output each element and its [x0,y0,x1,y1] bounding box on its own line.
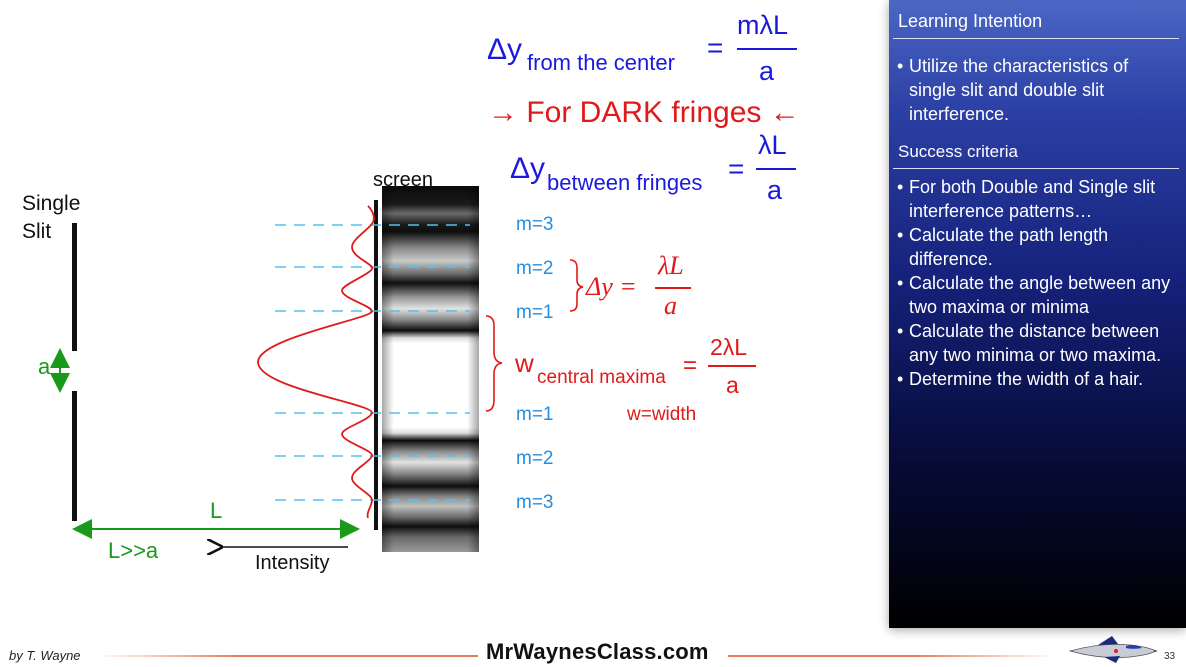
success-item: Calculate the path length difference. [897,223,1177,271]
learning-panel: Learning Intention Utilize the character… [889,0,1186,628]
slide-number: 33 [1164,651,1176,662]
eq4-lhs: w [515,348,534,378]
intention-item: Utilize the characteristics of single sl… [897,54,1177,126]
intention-list: Utilize the characteristics of single sl… [897,54,1177,126]
success-item: Calculate the angle between any two maxi… [897,271,1177,319]
eq4-fraction-bar [708,365,756,367]
eq1-denominator: a [759,56,775,86]
width-note: w=width [627,404,697,425]
m-label: m=3 [516,492,554,513]
footer-site-backdrop [478,640,728,666]
success-item: Determine the width of a hair. [897,367,1177,391]
eq2-fraction-bar [756,168,796,170]
m-label: m=3 [516,214,554,235]
eq1-numerator: mλL [737,10,789,40]
eq2-lhs: Δy [510,152,546,185]
screen-line [374,200,378,530]
eq3-denominator: a [664,291,677,320]
single-slit-label: Single Slit [22,190,80,246]
small-brace [569,259,584,312]
success-criteria-title: Success criteria [898,142,1018,161]
eq2-subscript: between fringes [547,170,703,195]
rocket-ship-icon [1068,636,1158,663]
fringe-pattern-shading [382,186,479,552]
success-item: For both Double and Single slit interfer… [897,175,1177,223]
success-list: For both Double and Single slit interfer… [897,175,1177,391]
slit-barrier-bottom [72,391,77,521]
distance-condition-label: L>>a [108,538,159,563]
intensity-curve [257,205,375,519]
m-label: m=2 [516,258,554,279]
eq1-lhs: Δy [487,33,523,66]
eq3-numerator: λL [658,251,684,280]
single-slit-label-line: Slit [22,220,52,243]
author-credit: by T. Wayne [9,648,81,663]
slit-width-label: a [38,354,51,379]
panel-divider [893,38,1179,39]
eq1-subscript: from the center [527,50,675,75]
screen-label: screen [373,169,434,191]
large-brace [485,315,503,412]
eq2-numerator: λL [758,130,787,160]
distance-L-label: L [210,498,223,523]
intensity-label: Intensity [255,552,330,574]
m-label: m=1 [516,404,554,425]
site-link[interactable]: MrWaynesClass.com [486,639,709,664]
eq2-equals: = [728,153,745,184]
learning-intention-title: Learning Intention [898,11,1043,31]
single-slit-label-line: Single [22,192,81,215]
panel-divider [893,168,1179,169]
eq2-denominator: a [767,175,783,205]
eq1-fraction-bar [737,48,797,50]
eq3-fraction-bar [655,287,691,289]
eq4-numerator: 2λL [710,334,748,360]
eq4-denominator: a [726,372,739,398]
dark-fringes-heading: → For DARK fringes ← [488,96,800,129]
success-item: Calculate the distance between any two m… [897,319,1177,367]
eq4-equals: = [683,352,698,379]
eq4-subscript: central maxima [537,367,666,388]
eq1-equals: = [707,32,724,63]
m-label: m=2 [516,448,554,469]
slit-barrier-top [72,223,77,351]
eq3-lhs: Δy = [586,272,637,301]
m-label: m=1 [516,302,554,323]
